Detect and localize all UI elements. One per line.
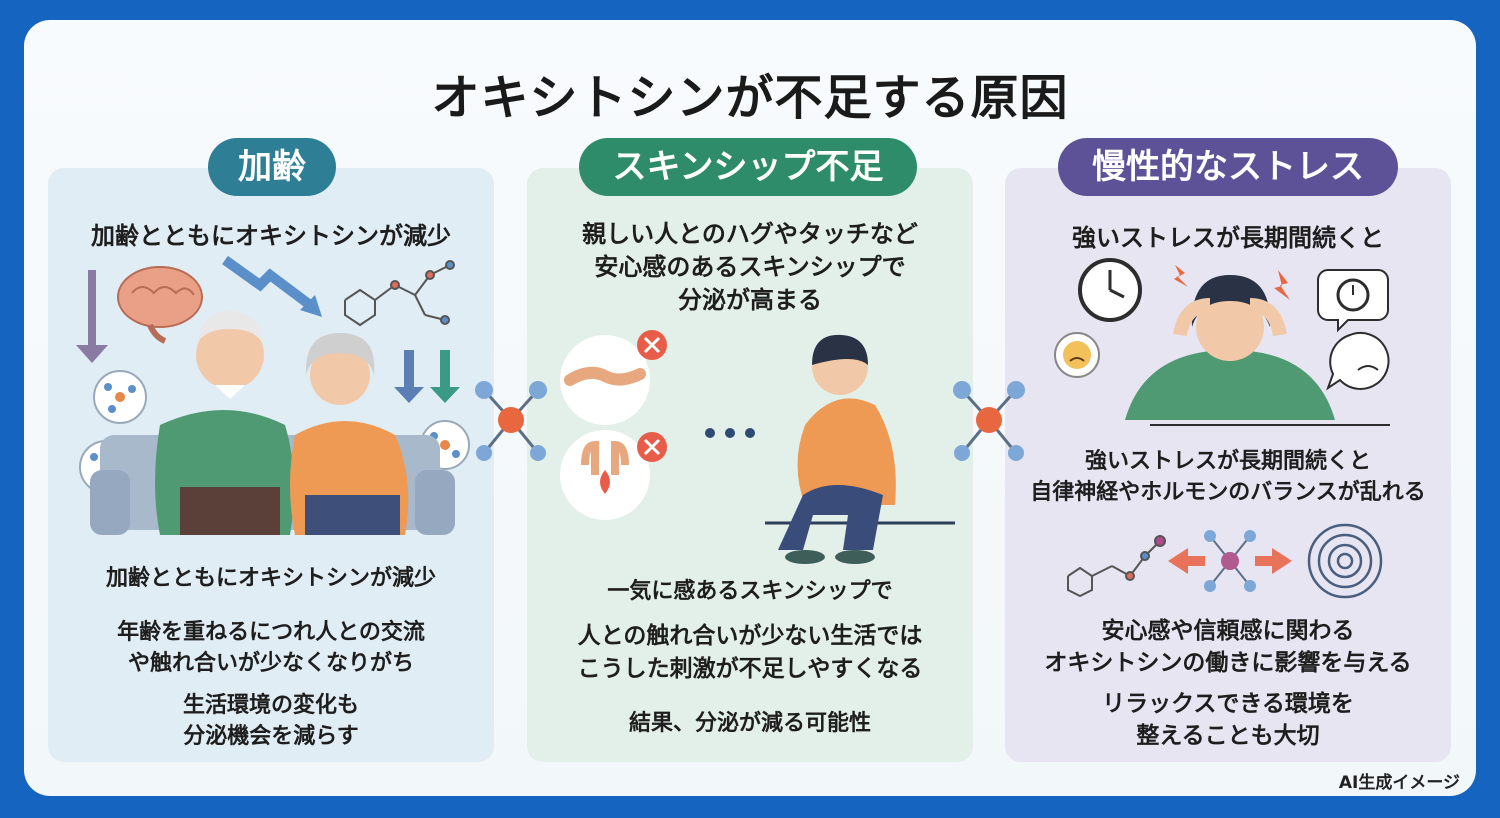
x-mark-icon: [637, 330, 667, 360]
aging-body-2: 生活環境の変化も 分泌機会を減らす: [182, 693, 359, 749]
skinship-heading: 親しい人とのハグやタッチなど 安心感のあるスキンシップで 分泌が高まる: [582, 220, 918, 314]
sad-face-icon: [1326, 332, 1390, 391]
aging-illustration: [76, 255, 470, 535]
molecule-icon: [344, 260, 455, 327]
label-stress: 慢性的なストレス: [1058, 138, 1398, 196]
molecule-connector-right: [953, 381, 1025, 461]
skinship-illustration: [560, 330, 955, 564]
down-arrow-icon: [394, 350, 460, 403]
sad-person: [765, 334, 955, 564]
page-title: オキシトシンが不足する原因: [431, 70, 1069, 126]
ellipsis-icon: [705, 428, 755, 438]
label-aging: 加齢: [208, 138, 336, 196]
ai-credit: AI生成イメージ: [1338, 773, 1460, 793]
handshake-icon: [560, 335, 650, 425]
elderly-woman: [290, 333, 409, 535]
spiral-icon: [1307, 523, 1383, 599]
clock-icon: [1317, 269, 1389, 333]
brain-icon: [117, 266, 203, 344]
stress-heading: 強いストレスが長期間続くと: [1072, 224, 1384, 252]
double-arrow-icon: [1168, 548, 1292, 574]
skinship-caption: 一気に感あるスキンシップで: [607, 579, 893, 604]
skinship-body-2: 結果、分泌が減る可能性: [628, 711, 871, 736]
molecule-icon: [1067, 535, 1166, 598]
stress-caption: 強いストレスが長期間続くと 自律神経やホルモンのバランスが乱れる: [1030, 449, 1426, 505]
hands-icon: [560, 430, 650, 520]
molecule-connector-left: [475, 381, 547, 461]
aging-body-1: 年齢を重ねるにつれ人との交流 や触れ合いが少なくなりがち: [117, 620, 425, 676]
stressed-woman: [1125, 275, 1335, 420]
stress-body-1: 安心感や信頼感に関わる オキシトシンの働きに影響を与える: [1044, 618, 1412, 676]
aging-caption: 加齢とともにオキシトシンが減少: [105, 566, 436, 591]
panel-stress: [1005, 168, 1451, 762]
aging-heading: 加齢とともにオキシトシンが減少: [91, 222, 451, 250]
x-mark-icon: [637, 432, 667, 462]
molecule-icon: [1204, 530, 1256, 592]
clock-icon: [1078, 258, 1142, 322]
sad-face-icon: [1054, 332, 1100, 378]
hormone-imbalance-illustration: [1067, 523, 1383, 599]
label-skinship: スキンシップ不足: [579, 138, 917, 196]
stress-illustration: [1054, 258, 1390, 426]
diagonal-arrow-icon: [222, 255, 322, 317]
down-arrow-icon: [76, 270, 108, 363]
skinship-body-1: 人との触れ合いが少ない生活では こうした刺激が不足しやすくなる: [577, 623, 923, 682]
stress-body-2: リラックスできる環境を 整えることも大切: [1102, 691, 1354, 749]
lightning-icon: [1174, 265, 1290, 300]
elderly-man: [155, 311, 294, 535]
